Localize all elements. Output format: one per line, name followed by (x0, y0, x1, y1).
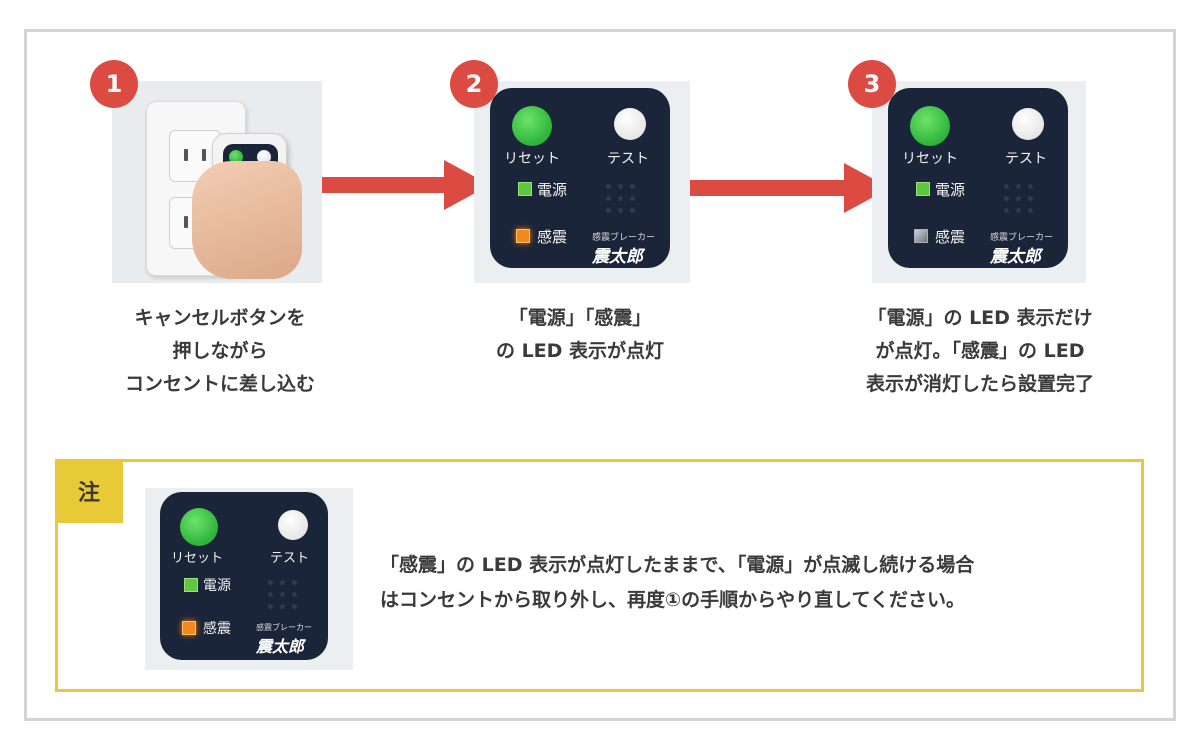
quake-led (516, 229, 530, 243)
power-led (184, 578, 198, 592)
test-button (1012, 108, 1044, 140)
speaker-dots (1004, 184, 1033, 213)
reset-label: リセット (171, 551, 224, 566)
brand-sub: 感震ブレーカー (592, 233, 656, 243)
brand-sub: 感震ブレーカー (256, 623, 312, 632)
arrow-right-icon (322, 160, 490, 210)
quake-label: 感震 (537, 228, 568, 246)
reset-label: リセット (902, 151, 958, 167)
brand-sub: 感震ブレーカー (990, 233, 1054, 243)
test-label: テスト (607, 151, 649, 167)
device-panel: リセット テスト 電源 感震 感震ブレーカー 震太郎 (160, 492, 328, 660)
note-box (55, 459, 1144, 692)
step-badge: 2 (450, 60, 498, 108)
quake-led-off (914, 229, 928, 243)
step2-caption: 「電源」「感震」 の LED 表示が点灯 (495, 307, 665, 362)
step-badge: 1 (90, 60, 138, 108)
note-tag: 注 (55, 459, 123, 523)
test-button (278, 510, 308, 540)
note-text: 「感震」の LED 表示が点灯したままで、「電源」が点滅し続ける場合 はコンセン… (380, 554, 975, 611)
outer-frame (24, 29, 1176, 721)
quake-label: 感震 (935, 228, 966, 246)
reset-button (512, 106, 552, 146)
speaker-dots (606, 184, 635, 213)
step1-caption: キャンセルボタンを 押しながら コンセントに差し込む (124, 307, 315, 395)
power-label: 電源 (935, 181, 966, 199)
test-button (614, 108, 646, 140)
reset-button (910, 106, 950, 146)
speaker-dots (268, 580, 297, 609)
brand-name: 震太郎 (256, 637, 305, 656)
hand (192, 161, 302, 279)
power-led (518, 182, 532, 196)
step3-caption: 「電源」の LED 表示だけ が点灯。「感震」の LED 表示が消灯したら設置完… (865, 307, 1094, 395)
device-panel: リセット テスト 電源 感震 感震ブレーカー 震太郎 (490, 88, 670, 268)
power-label: 電源 (537, 181, 568, 199)
quake-label: 感震 (203, 621, 231, 637)
brand-name: 震太郎 (990, 247, 1041, 267)
power-led (916, 182, 930, 196)
device-panel: リセット テスト 電源 感震 感震ブレーカー 震太郎 (888, 88, 1068, 268)
test-label: テスト (270, 551, 310, 566)
arrow-right-icon (690, 163, 890, 213)
reset-button (180, 508, 218, 546)
brand-name: 震太郎 (592, 247, 643, 267)
power-label: 電源 (203, 578, 231, 594)
step1-photo (112, 81, 322, 283)
step-badge: 3 (848, 60, 896, 108)
test-label: テスト (1005, 151, 1047, 167)
quake-led (182, 621, 196, 635)
reset-label: リセット (504, 151, 560, 167)
